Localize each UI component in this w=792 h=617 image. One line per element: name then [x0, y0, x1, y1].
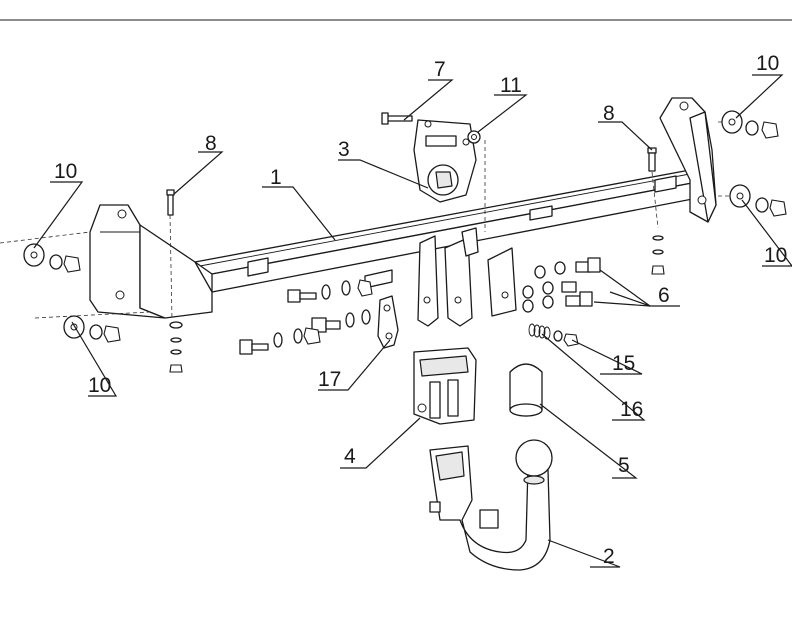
- bolt-row-lower: [239, 327, 321, 355]
- socket-plate: [413, 119, 477, 203]
- nut-15: [563, 333, 579, 347]
- callout-3: 3: [338, 138, 350, 161]
- bolt-8-right: [647, 147, 665, 275]
- tow-ball-neck-2: [429, 439, 553, 571]
- callout-8-left: 8: [205, 132, 217, 155]
- bolt-7: [381, 112, 413, 125]
- callout-10-lower-right: 10: [764, 244, 787, 267]
- washer-11: [467, 130, 481, 144]
- fastener-set-10-upper-left: [23, 243, 81, 273]
- callout-10-lower-left: 10: [88, 374, 111, 397]
- left-side-bracket: [0, 204, 213, 319]
- center-mounting-plates: [417, 140, 517, 327]
- callout-10-upper-right: 10: [756, 52, 779, 75]
- callout-2: 2: [603, 545, 615, 568]
- callout-11: 11: [500, 74, 522, 97]
- right-side-bracket: [659, 97, 735, 223]
- spring-16: [528, 323, 563, 342]
- callout-6: 6: [658, 284, 670, 307]
- bolt-cluster-6: [522, 257, 601, 313]
- fastener-set-10-lower-right: [729, 184, 787, 217]
- callout-10-upper-left: 10: [54, 160, 77, 183]
- bolt-8-left: [166, 189, 183, 373]
- callout-4: 4: [344, 445, 356, 468]
- callout-15: 15: [612, 352, 635, 375]
- leader-lines: [33, 74, 792, 568]
- callout-5: 5: [618, 454, 630, 477]
- callout-1: 1: [270, 166, 282, 189]
- fastener-set-10-lower-left: [63, 315, 121, 343]
- ball-cap-5: [509, 363, 543, 417]
- bolt-row-middle: [311, 309, 371, 333]
- bolt-row-upper: [287, 279, 373, 303]
- callout-7: 7: [434, 58, 446, 81]
- callout-16: 16: [620, 398, 643, 421]
- callout-8-right: 8: [603, 102, 615, 125]
- callout-17: 17: [318, 368, 341, 391]
- strap-17: [377, 295, 399, 349]
- receiver-housing-4: [413, 347, 477, 425]
- fastener-set-10-upper-right: [721, 110, 779, 139]
